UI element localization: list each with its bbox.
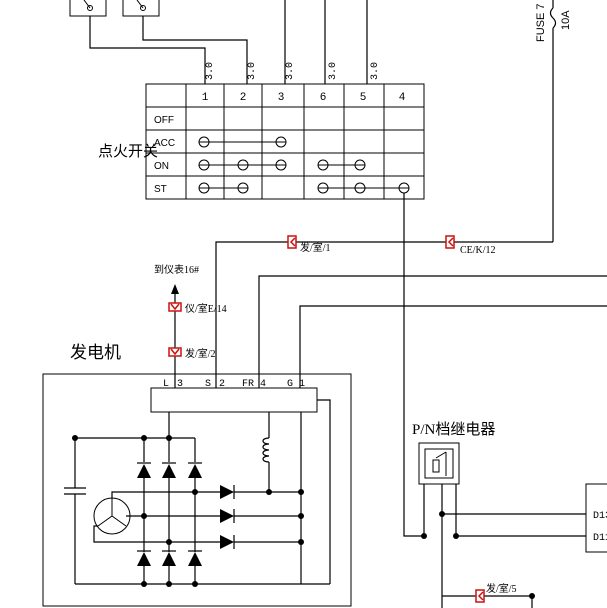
- fuse-label: FUSE 7: [535, 3, 547, 42]
- acc-contacts: [198, 136, 287, 148]
- wire-size-5: 3.0: [370, 62, 381, 80]
- row-acc: ACC: [154, 138, 175, 149]
- module-pin-a: D13: [593, 511, 607, 522]
- wire-size-1: 3.0: [205, 62, 216, 80]
- meter-ref-label: 到仪表16#: [154, 263, 199, 276]
- terminal-l-num: 3: [177, 379, 183, 390]
- col-1: 1: [202, 92, 209, 104]
- col-5: 5: [360, 92, 367, 104]
- terminal-fr: FR: [242, 379, 254, 390]
- col-6: 6: [320, 92, 327, 104]
- fuse: FUSE 7 10A: [535, 0, 572, 242]
- wire-size-4: 3.0: [328, 62, 339, 80]
- terminal-g-num: 1: [299, 379, 305, 390]
- connector-c1: 发/室/1: [287, 235, 331, 254]
- connector-c2: CE/K/12: [445, 235, 496, 256]
- row-on: ON: [154, 161, 169, 172]
- connector-c4-label: 发/室/2: [185, 347, 216, 360]
- terminal-s-num: 2: [219, 379, 225, 390]
- row-st: ST: [154, 184, 167, 195]
- fuse-rating: 10A: [560, 10, 572, 30]
- wire-size-3: 3.0: [285, 62, 296, 80]
- ignition-switch-label: 点火开关: [98, 143, 158, 160]
- connector-c3-label: 仪/室E/14: [185, 302, 227, 315]
- control-module: D13 D11: [585, 483, 607, 553]
- terminal-s: S: [205, 379, 211, 390]
- lower-wiring: [171, 193, 607, 608]
- connector-c5: 发/室/5: [475, 582, 517, 603]
- terminal-g: G: [287, 379, 293, 390]
- ignition-switch-table: 1 2 3 6 5 4 OFF ACC ON ST: [145, 83, 425, 200]
- connector-c5-label: 发/室/5: [486, 582, 517, 595]
- terminal-fr-num: 4: [260, 379, 266, 390]
- generator-label: 发电机: [70, 343, 121, 362]
- module-pin-b: D11: [593, 533, 607, 544]
- row-off: OFF: [154, 115, 174, 126]
- top-wires: [89, 0, 368, 84]
- st-contacts: [198, 182, 410, 194]
- relay-label: P/N档继电器: [412, 421, 495, 438]
- col-4: 4: [399, 92, 406, 104]
- connector-c3: 仪/室E/14: [168, 302, 227, 315]
- col-2: 2: [240, 92, 247, 104]
- top-switch-symbols: [69, 0, 160, 17]
- terminal-l: L: [163, 379, 169, 390]
- connector-c1-label: 发/室/1: [300, 241, 331, 254]
- generator: L 3 S 2 FR 4 G 1: [42, 373, 352, 607]
- wire-size-labels: 3.0 3.0 3.0 3.0 3.0: [205, 62, 381, 80]
- connector-c4: 发/室/2: [168, 347, 216, 360]
- on-contacts: [198, 159, 366, 171]
- wire-size-2: 3.0: [247, 62, 258, 80]
- connector-c2-label: CE/K/12: [460, 245, 496, 256]
- pn-relay: [418, 442, 460, 485]
- col-3: 3: [278, 92, 285, 104]
